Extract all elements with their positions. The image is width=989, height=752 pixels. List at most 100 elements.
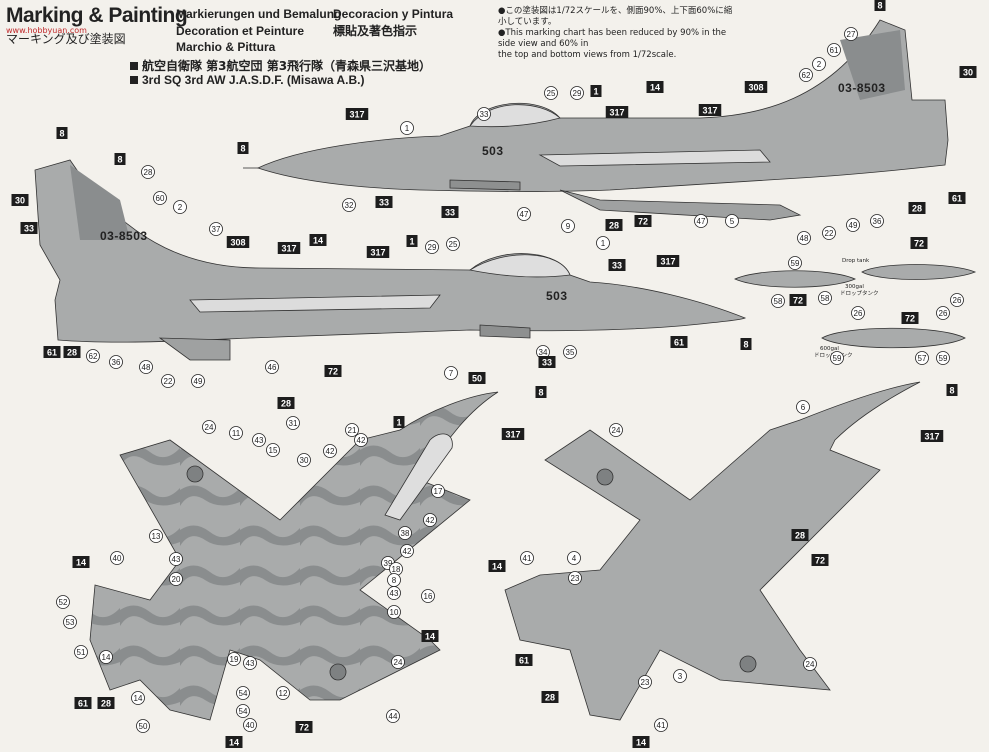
callout-11: 11 xyxy=(229,426,243,440)
callout-number: 15 xyxy=(269,446,278,455)
decal-box-72: 72 xyxy=(901,312,919,324)
decal-number: 72 xyxy=(905,314,915,324)
callout-59: 59 xyxy=(936,351,950,365)
callout-number: 1 xyxy=(601,239,606,248)
nose-number-upper: 503 xyxy=(482,144,504,158)
decal-number: 8 xyxy=(117,155,122,165)
callout-62: 62 xyxy=(799,68,813,82)
callout-number: 24 xyxy=(394,658,403,667)
callout-26: 26 xyxy=(936,306,950,320)
callout-number: 57 xyxy=(918,354,927,363)
callout-number: 49 xyxy=(194,377,203,386)
decal-number: 308 xyxy=(230,238,245,248)
callout-59: 59 xyxy=(788,256,802,270)
callout-number: 52 xyxy=(59,598,68,607)
bottom-view xyxy=(504,381,921,721)
decal-number: 317 xyxy=(660,257,675,267)
decal-box-28: 28 xyxy=(908,202,926,214)
decal-box-1: 1 xyxy=(590,85,602,97)
decal-number: 14 xyxy=(425,632,435,642)
decal-box-308: 308 xyxy=(226,236,250,248)
callout-number: 42 xyxy=(326,447,335,456)
decal-box-317: 317 xyxy=(366,246,390,258)
callout-number: 48 xyxy=(142,363,151,372)
decal-box-8: 8 xyxy=(114,153,126,165)
decal-box-72: 72 xyxy=(324,365,342,377)
callout-43: 43 xyxy=(169,552,183,566)
decal-box-30: 30 xyxy=(959,66,977,78)
callout-35: 35 xyxy=(563,345,577,359)
callout-62: 62 xyxy=(86,349,100,363)
callout-49: 49 xyxy=(191,374,205,388)
callout-25: 25 xyxy=(544,86,558,100)
callout-number: 39 xyxy=(384,559,393,568)
callout-15: 15 xyxy=(266,443,280,457)
callout-number: 35 xyxy=(566,348,575,357)
decal-box-30: 30 xyxy=(11,194,29,206)
decal-number: 72 xyxy=(299,723,309,733)
callout-number: 43 xyxy=(246,659,255,668)
decal-number: 61 xyxy=(952,194,962,204)
decal-number: 28 xyxy=(912,204,922,214)
callout-number: 47 xyxy=(520,210,529,219)
decal-box-50: 50 xyxy=(468,372,486,384)
callout-number: 28 xyxy=(144,168,153,177)
decal-number: 61 xyxy=(674,338,684,348)
callout-number: 41 xyxy=(523,554,532,563)
decal-number: 30 xyxy=(15,196,25,206)
callout-58: 58 xyxy=(818,291,832,305)
callout-number: 21 xyxy=(348,426,357,435)
callout-number: 43 xyxy=(172,555,181,564)
callout-number: 13 xyxy=(152,532,161,541)
callout-43: 43 xyxy=(243,656,257,670)
callout-31: 31 xyxy=(286,416,300,430)
callout-number: 31 xyxy=(289,419,298,428)
callout-43: 43 xyxy=(387,586,401,600)
callout-2: 2 xyxy=(812,57,826,71)
callout-number: 51 xyxy=(77,648,86,657)
callout-number: 54 xyxy=(239,689,248,698)
lang-line: Decoration et Peinture xyxy=(176,23,305,38)
callout-41: 41 xyxy=(520,551,534,565)
callout-number: 48 xyxy=(800,234,809,243)
callout-13: 13 xyxy=(149,529,163,543)
callout-number: 58 xyxy=(821,294,830,303)
page-subtitle: マーキング及び塗装図 xyxy=(6,32,126,46)
decal-box-33: 33 xyxy=(20,222,38,234)
tail-number-lower: 03-8503 xyxy=(100,229,148,243)
callout-48: 48 xyxy=(797,231,811,245)
drop-tank-300-top xyxy=(861,264,977,280)
watermark: www.hobbyuan.com xyxy=(6,26,87,35)
decal-number: 317 xyxy=(281,244,296,254)
callout-25: 25 xyxy=(446,237,460,251)
callout-29: 29 xyxy=(425,240,439,254)
decal-box-1: 1 xyxy=(406,235,418,247)
decal-number: 14 xyxy=(229,738,239,748)
callout-57: 57 xyxy=(915,351,929,365)
decal-number: 30 xyxy=(963,68,973,78)
callout-7: 7 xyxy=(444,366,458,380)
callout-6: 6 xyxy=(796,400,810,414)
callout-40: 40 xyxy=(110,551,124,565)
callout-26: 26 xyxy=(851,306,865,320)
decal-box-8: 8 xyxy=(535,386,547,398)
callout-number: 46 xyxy=(268,363,277,372)
callout-number: 33 xyxy=(480,110,489,119)
callout-47: 47 xyxy=(694,214,708,228)
decal-box-14: 14 xyxy=(421,630,439,642)
callout-number: 23 xyxy=(641,678,650,687)
callout-number: 58 xyxy=(774,297,783,306)
callout-42: 42 xyxy=(400,544,414,558)
callout-42: 42 xyxy=(323,444,337,458)
decal-box-317: 317 xyxy=(698,104,722,116)
decal-box-72: 72 xyxy=(910,237,928,249)
decal-box-317: 317 xyxy=(920,430,944,442)
callout-4: 4 xyxy=(567,551,581,565)
decal-number: 28 xyxy=(795,531,805,541)
callout-24: 24 xyxy=(202,420,216,434)
callout-number: 62 xyxy=(802,71,811,80)
callout-38: 38 xyxy=(398,526,412,540)
decal-number: 72 xyxy=(914,239,924,249)
callout-number: 50 xyxy=(139,722,148,731)
decal-number: 72 xyxy=(793,296,803,306)
